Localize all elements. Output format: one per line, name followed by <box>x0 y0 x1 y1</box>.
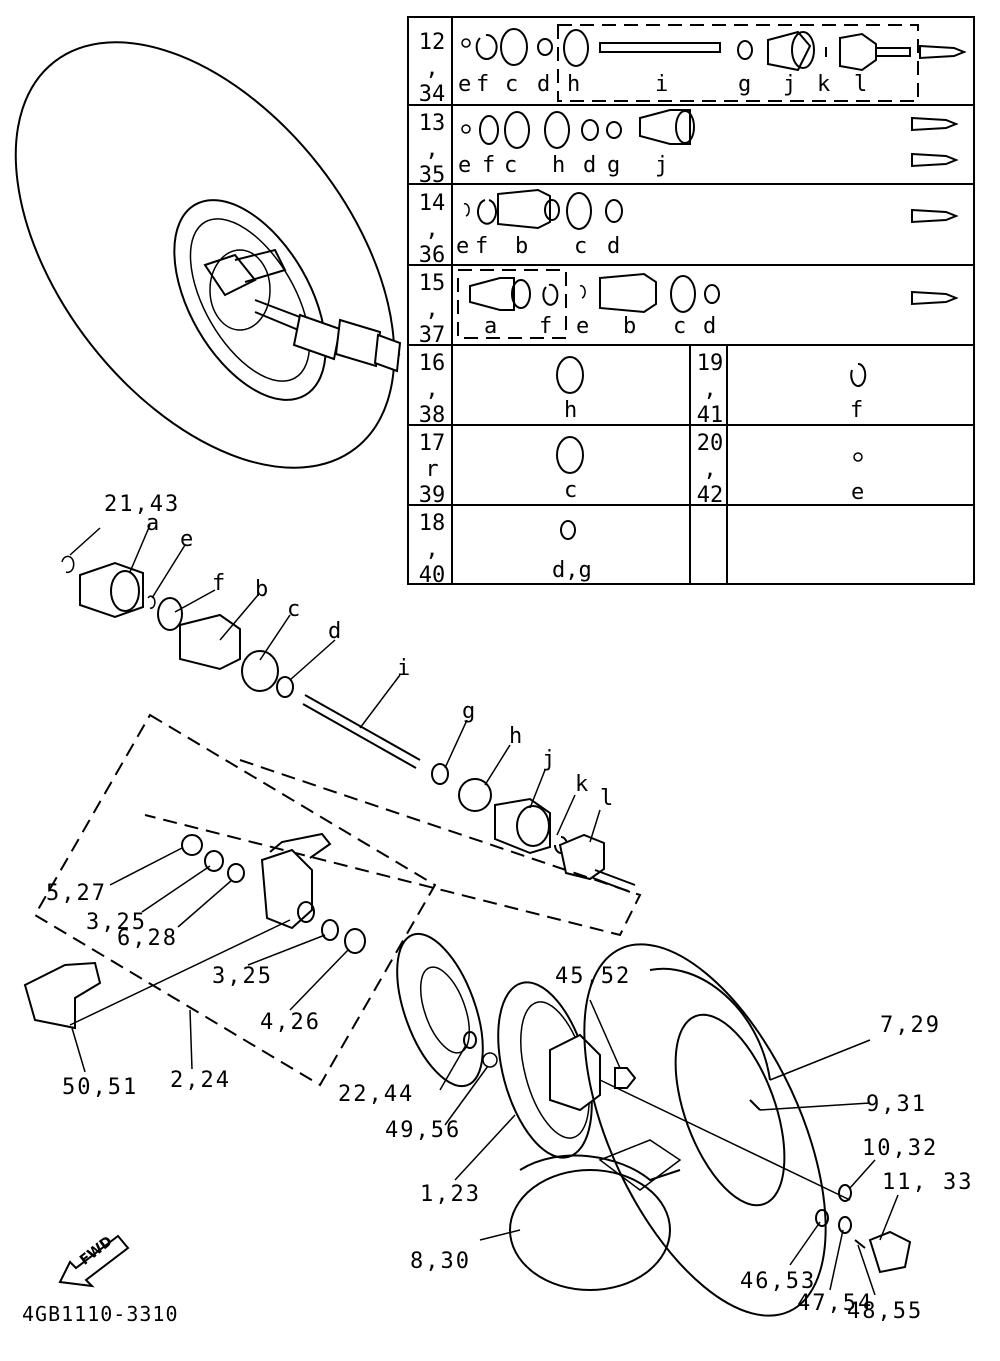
diagram-code: 4GB1110-3310 <box>22 1302 179 1326</box>
table-row-letter: h <box>552 153 566 178</box>
table-row-letter: f <box>850 398 864 423</box>
knuckle-group <box>23 832 366 1030</box>
table-row-letter: g <box>607 153 621 178</box>
part-letter-label: i <box>397 656 413 681</box>
callout-label: 46,53 <box>740 1269 817 1294</box>
brake-hub-group <box>396 932 637 1159</box>
callout-label: 7,29 <box>880 1013 941 1038</box>
table-row-letter: f <box>482 153 496 178</box>
table-row-number-15-37: 15,37 <box>418 271 446 348</box>
driveshaft-exploded <box>61 555 636 893</box>
table-row-letter: b <box>515 234 529 259</box>
table-row-number-20-42: 20,42 <box>696 431 724 508</box>
table-row-letter: d <box>537 72 551 97</box>
callout-label: 47,54 <box>797 1291 874 1316</box>
table-row-letter: e <box>456 234 470 259</box>
part-letter-label: a <box>146 511 162 536</box>
bottom-wheel-illustration <box>509 943 912 1317</box>
part-letter-label: g <box>462 699 478 724</box>
callout-label: 8,30 <box>410 1249 471 1274</box>
callout-label: 9,31 <box>866 1092 927 1117</box>
callout-label: 50,51 <box>62 1075 139 1100</box>
parts-table-grid <box>407 16 975 585</box>
part-letter-label: c <box>287 597 303 622</box>
table-row-letter: c <box>673 314 687 339</box>
table-row-letter: e <box>458 72 472 97</box>
part-letter-label: d <box>328 619 344 644</box>
callout-label: 48,55 <box>847 1299 924 1324</box>
callout-label: 3,25 <box>212 964 273 989</box>
table-row-letter: f <box>539 314 553 339</box>
table-row-letter: c <box>564 478 578 503</box>
part-letter-label: e <box>180 527 196 552</box>
table-row-letter: j <box>783 72 797 97</box>
table-row-letter: k <box>817 72 831 97</box>
table-row-letter: e <box>458 153 472 178</box>
table-row-number-13-35: 13,35 <box>418 111 446 188</box>
callout-label: 22,44 <box>338 1082 415 1107</box>
exploded-header-label: 21,43 <box>104 492 181 517</box>
table-row-letter: e <box>576 314 590 339</box>
table-row-letter: d <box>607 234 621 259</box>
callout-label: 1,23 <box>420 1182 481 1207</box>
table-row-number-16-38: 16,38 <box>418 351 446 428</box>
callout-label: 5,27 <box>46 881 107 906</box>
table-row-letter: c <box>574 234 588 259</box>
table-row-letter: c <box>505 72 519 97</box>
part-letter-label: l <box>600 786 616 811</box>
table-row-letter: g <box>738 72 752 97</box>
part-letter-label: j <box>542 747 558 772</box>
table-row-letter: b <box>623 314 637 339</box>
part-letter-label: f <box>212 571 228 596</box>
table-row-letter: f <box>476 72 490 97</box>
callout-label: 49,56 <box>385 1118 462 1143</box>
callout-label: 3,25 <box>86 910 147 935</box>
callout-label: 11, 33 <box>882 1170 974 1195</box>
top-wheel-illustration <box>14 41 402 469</box>
part-letter-label: k <box>575 772 591 797</box>
table-row-number-19-41: 19,41 <box>696 351 724 428</box>
table-row-letter: a <box>484 314 498 339</box>
table-row-letter: d,g <box>552 558 592 583</box>
table-row-letter: e <box>851 480 865 505</box>
assembly-outlines <box>33 713 642 1087</box>
callout-label: 10,32 <box>862 1136 939 1161</box>
fwd-arrow-icon <box>58 1234 130 1288</box>
table-row-letter: l <box>854 72 868 97</box>
table-row-number-14-36: 14,36 <box>418 191 446 268</box>
part-letter-label: b <box>255 577 271 602</box>
callout-label: 45,52 <box>555 964 632 989</box>
table-row-letter: d <box>703 314 717 339</box>
table-row-letter: d <box>583 153 597 178</box>
callout-label: 2,24 <box>170 1068 231 1093</box>
callout-label: 4,26 <box>260 1010 321 1035</box>
table-row-letter: h <box>564 398 578 423</box>
table-row-letter: i <box>655 72 669 97</box>
table-row-number-18-40: 18,40 <box>418 511 446 588</box>
callout-label: 6,28 <box>117 926 178 951</box>
table-row-letter: f <box>475 234 489 259</box>
table-row-letter: c <box>504 153 518 178</box>
part-letter-label: h <box>509 724 525 749</box>
leader-lines <box>69 524 899 1296</box>
table-row-number-12-34: 12,34 <box>418 30 446 107</box>
table-row-letter: h <box>567 72 581 97</box>
table-row-letter: j <box>655 153 669 178</box>
